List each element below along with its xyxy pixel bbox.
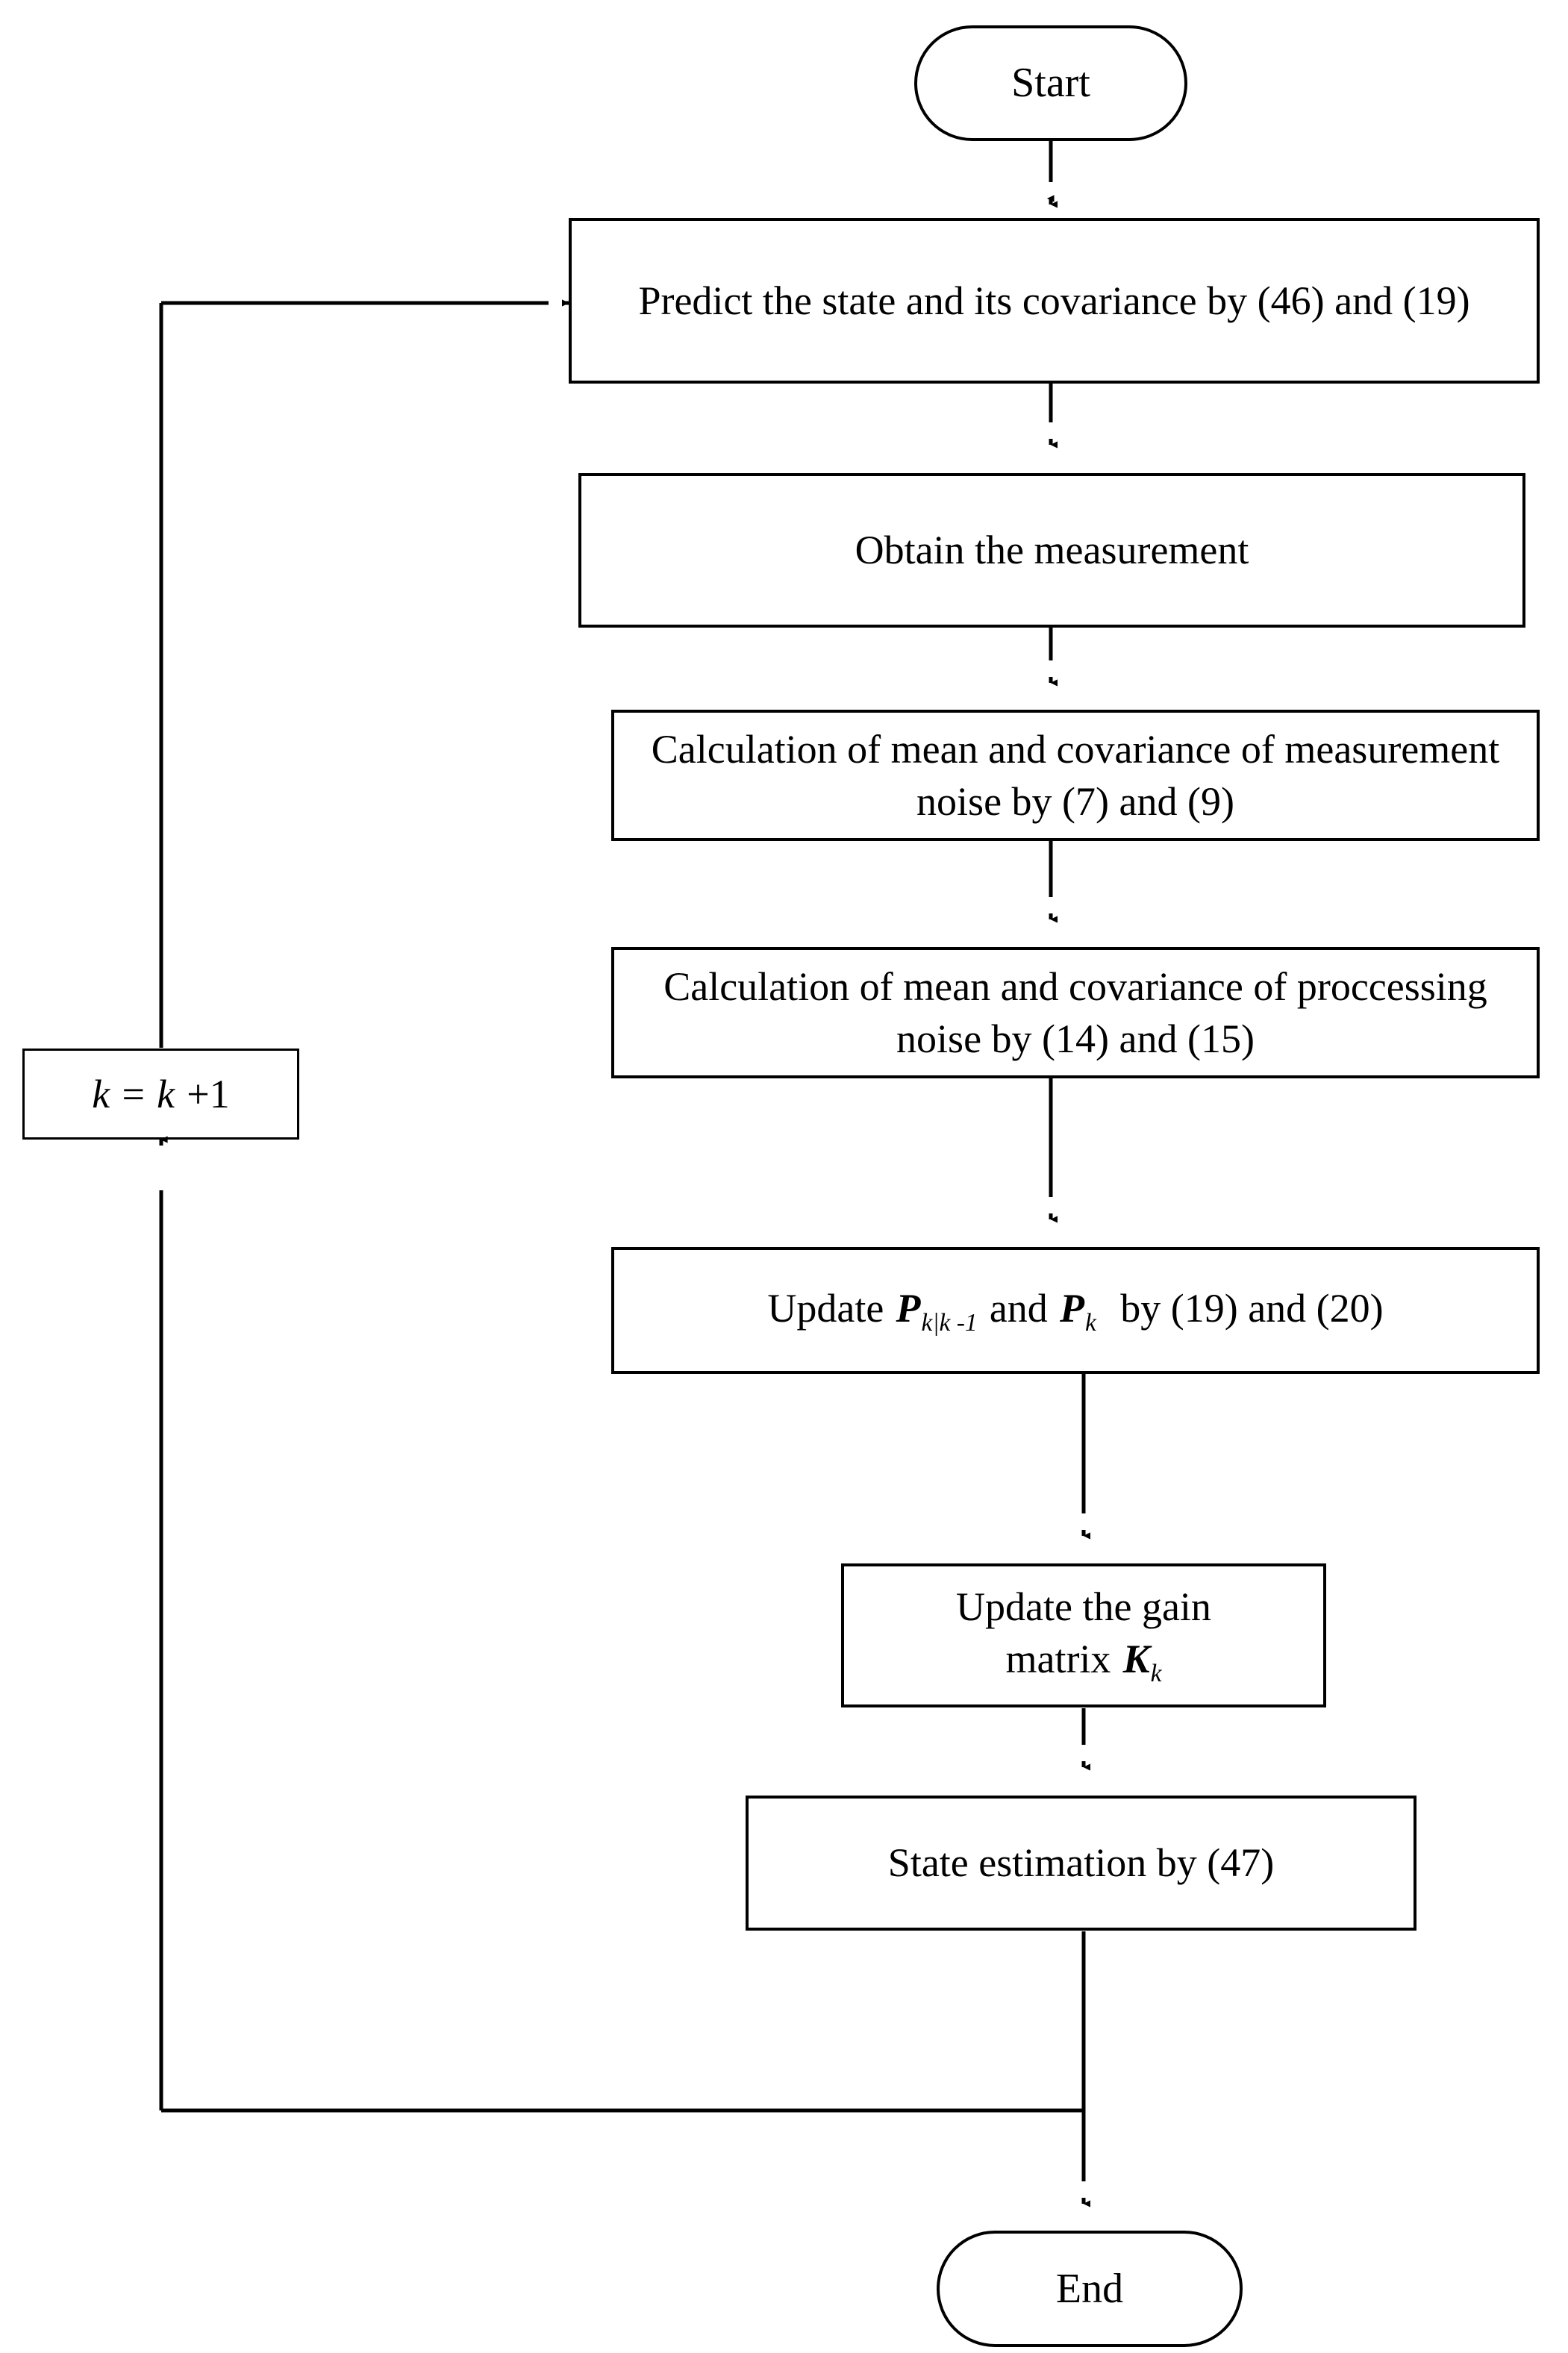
edge-start-to-predict [1046, 141, 1058, 208]
node-predict-state-label: Predict the state and its covariance by … [638, 278, 1470, 323]
gain-line-2-lead: matrix [1005, 1637, 1111, 1682]
covariance-symbol-pkk1-subscript: k|k -1 [921, 1308, 978, 1337]
node-obtain-measurement-label: Obtain the measurement [855, 528, 1249, 573]
node-state-estimation-label: State estimation by (47) [887, 1840, 1275, 1886]
increment-equals: = [122, 1071, 145, 1116]
increment-var-2: k [157, 1071, 175, 1116]
node-predict-state[interactable]: Predict the state and its covariance by … [569, 218, 1540, 384]
covariance-symbol-pk-subscript: k [1085, 1308, 1096, 1337]
increment-var-1: k [92, 1071, 110, 1116]
edge-feedback-to-increment [159, 1136, 1084, 2113]
gain-symbol-kk: K [1122, 1637, 1150, 1682]
covariance-symbol-pkk1: P [896, 1285, 921, 1331]
node-increment-k-label: k = k +1 [25, 1068, 297, 1120]
node-start[interactable]: Start [914, 25, 1187, 141]
node-update-covariance-label: Update Pk|k -1 and Pk by (19) and (20) [614, 1282, 1537, 1340]
update-covariance-tail: by (19) and (20) [1120, 1285, 1384, 1331]
update-covariance-lead: Update [767, 1285, 884, 1331]
node-end-label: End [1055, 2265, 1124, 2312]
update-covariance-conjunction: and [989, 1285, 1048, 1331]
edge-increment-to-predict [159, 299, 569, 1048]
node-processing-noise-label: Calculation of mean and covariance of pr… [663, 963, 1487, 1061]
node-measurement-noise-label: Calculation of mean and covariance of me… [651, 726, 1500, 824]
node-measurement-noise[interactable]: Calculation of mean and covariance of me… [611, 710, 1540, 841]
gain-line-1: Update the gain [956, 1584, 1211, 1630]
covariance-symbol-pk: P [1060, 1285, 1084, 1331]
increment-plus-one: +1 [187, 1071, 230, 1116]
node-obtain-measurement[interactable]: Obtain the measurement [578, 473, 1525, 628]
node-update-covariance[interactable]: Update Pk|k -1 and Pk by (19) and (20) [611, 1247, 1540, 1374]
gain-symbol-kk-subscript: k [1150, 1660, 1162, 1688]
node-end[interactable]: End [937, 2231, 1243, 2347]
node-state-estimation[interactable]: State estimation by (47) [746, 1796, 1416, 1931]
node-start-label: Start [1011, 60, 1090, 107]
node-processing-noise[interactable]: Calculation of mean and covariance of pr… [611, 947, 1540, 1078]
node-increment-k[interactable]: k = k +1 [22, 1049, 299, 1140]
